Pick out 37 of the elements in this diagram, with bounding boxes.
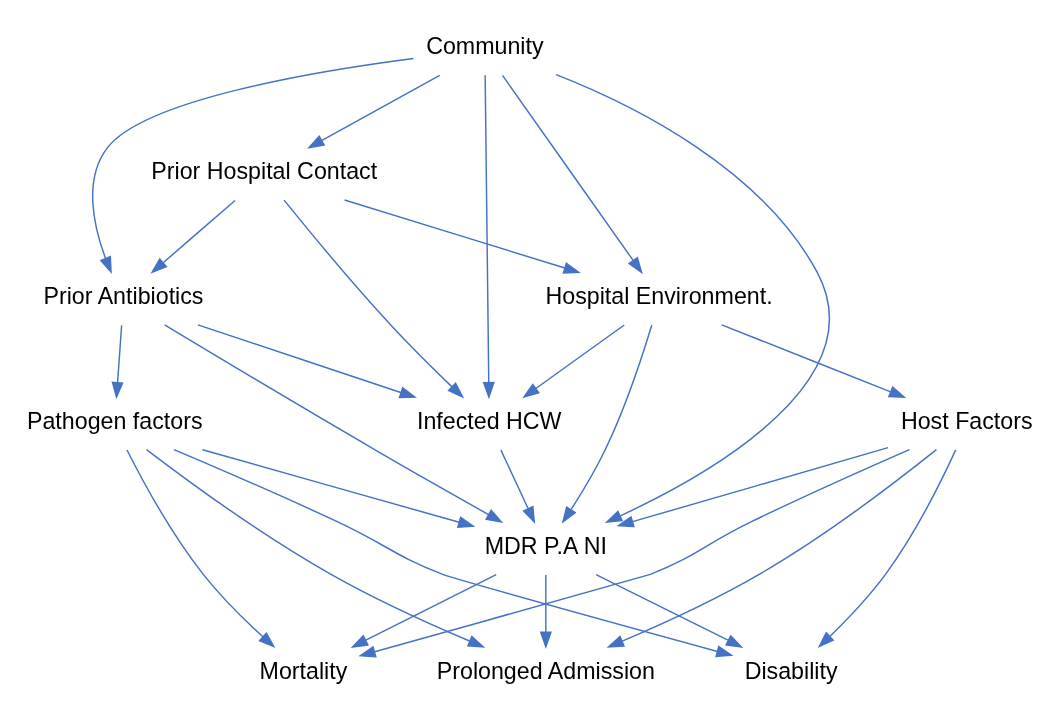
arrow (561, 324, 653, 524)
arrow (307, 74, 441, 149)
node-text: Community (426, 33, 544, 60)
node-text: Disability (744, 657, 838, 684)
arrow (501, 74, 643, 275)
node-text: Host Factors (900, 407, 1033, 434)
arrow (350, 573, 497, 648)
arrow (173, 448, 734, 658)
arrow (145, 448, 486, 648)
node-text: Prolonged Admission (436, 657, 655, 684)
arrow (343, 199, 581, 274)
arrow (522, 324, 625, 399)
node-text: Pathogen factors (26, 407, 203, 434)
node-text: Prior Hospital Contact (151, 158, 378, 185)
arrow (92, 57, 415, 275)
node-text: MDR P.A NI (484, 532, 607, 559)
arrow (817, 449, 957, 649)
arrow (150, 199, 236, 274)
node-text: Hospital Environment. (545, 283, 773, 310)
node-text: Mortality (259, 657, 348, 684)
arrow (555, 73, 830, 523)
arrow (482, 74, 495, 400)
node-text: Prior Antibiotics (43, 283, 204, 310)
node-text: Infected HCW (416, 407, 562, 434)
arrow (201, 448, 476, 528)
arrow (358, 448, 911, 658)
arrow (163, 324, 504, 523)
arrow (606, 448, 938, 648)
arrow (283, 199, 465, 399)
arrow (720, 324, 907, 398)
arrow (616, 446, 889, 528)
arrow (197, 324, 417, 399)
arrow (111, 324, 124, 400)
arrow (500, 449, 536, 524)
arrow (595, 573, 744, 648)
arrow (539, 574, 552, 649)
arrow (126, 449, 276, 649)
